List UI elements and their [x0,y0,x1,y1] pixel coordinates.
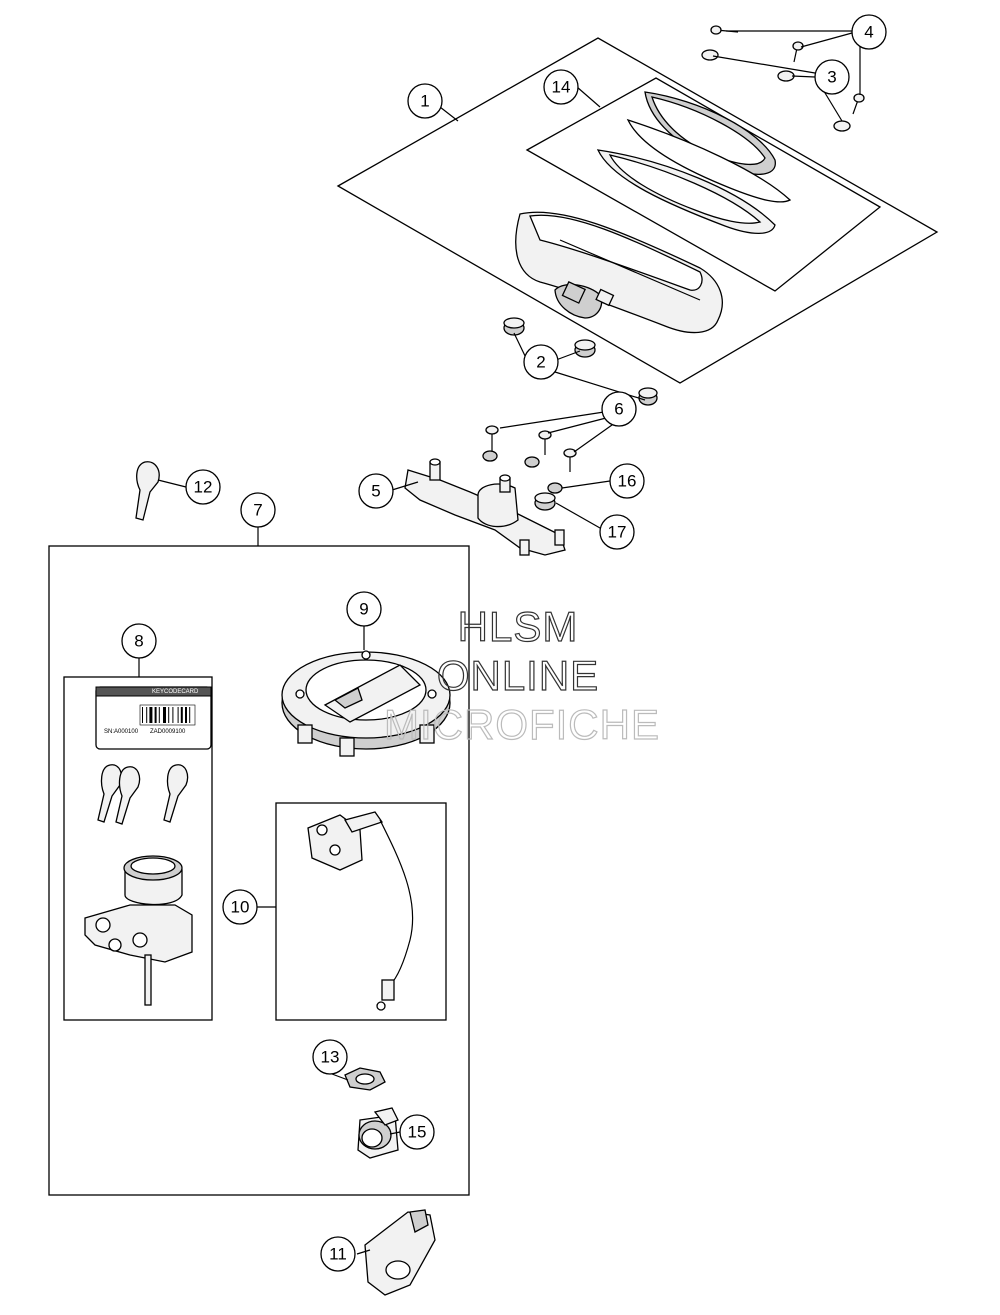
keycode-card-barcode-number: ZAD0009100 [150,729,186,735]
dashboard-gasket [626,118,792,203]
dashboard-assembly-panel [336,37,939,384]
keycode-card-title: KEYCODECARD [152,689,199,695]
callout-9: 9 [346,591,382,627]
svg-text:12: 12 [194,478,213,497]
barcode-bar [142,707,143,723]
lock-set-panel [48,545,470,1196]
barcode-bar [149,707,153,723]
spacer-16 [547,482,563,494]
bolt-6a [482,425,499,462]
keycode-card: KEYCODECARD ZAD0009100 SN:A000100 [95,686,212,750]
svg-text:15: 15 [408,1123,427,1142]
callout-11: 11 [320,1236,356,1272]
instrument-cluster [515,211,723,334]
svg-text:7: 7 [253,501,262,520]
svg-text:16: 16 [618,472,637,491]
svg-text:9: 9 [359,600,368,619]
svg-text:17: 17 [608,523,627,542]
callout-14: 14 [543,69,579,105]
callout-10: 10 [222,889,258,925]
svg-text:8: 8 [134,632,143,651]
key-b [115,766,141,825]
callout-17: 17 [599,514,635,550]
washer-3a [701,49,719,61]
svg-text:14: 14 [552,78,571,97]
barcode-bar [180,707,183,723]
watermark-line1: HLSM [458,603,579,650]
callout-2: 2 [523,344,559,380]
dashboard-frame [596,149,776,235]
barcode-bar [177,707,179,723]
svg-text:3: 3 [827,68,836,87]
sensor-cable [307,811,414,1011]
screw-4b [792,41,804,63]
barcode-bar [189,707,191,723]
mounting-bracket [404,458,566,556]
washer-3c [833,120,851,132]
callout-7: 7 [240,492,276,528]
nut-13 [344,1067,386,1091]
barcode-bar [146,707,148,723]
screw-4c [852,93,865,115]
leader-lines [138,30,861,1255]
bolt-6b [524,430,552,468]
screw-4a [710,25,739,35]
callout-5: 5 [358,473,394,509]
washer-3b [777,70,795,82]
grommet-2a [503,317,525,336]
barcode-bar [154,707,157,723]
grommet-2b [574,339,596,358]
key-blank-12 [135,461,160,521]
barcode-bar [168,707,170,723]
svg-text:2: 2 [536,353,545,372]
grommet-17 [534,492,556,511]
bolt-6c [563,448,577,472]
callout-6: 6 [601,391,637,427]
callout-12: 12 [185,469,221,505]
callout-13: 13 [312,1039,348,1075]
callout-15: 15 [399,1114,435,1150]
callout-4: 4 [851,14,887,50]
grommet-2c [638,387,658,406]
dashboard-lens [644,91,776,175]
lock-cylinder-15 [357,1107,399,1159]
keycode-card-sn: SN:A000100 [104,729,139,735]
callout-1: 1 [407,83,443,119]
fuel-cap [281,650,451,757]
key-a [97,764,123,823]
callout-16: 16 [609,463,645,499]
svg-text:5: 5 [371,482,380,501]
barcode-bar [172,707,174,723]
watermark-line3: MICROFICHE [384,701,660,748]
callout-3: 3 [814,59,850,95]
barcode-bar [163,707,166,723]
key-c [163,764,189,823]
svg-text:13: 13 [321,1048,340,1067]
svg-text:10: 10 [231,898,250,917]
barcode-bar [185,707,187,723]
svg-text:1: 1 [420,92,429,111]
watermark-line2: ONLINE [437,652,599,699]
barcode [139,704,196,726]
svg-text:4: 4 [864,23,873,42]
svg-text:6: 6 [614,400,623,419]
barcode-bar [158,707,160,723]
svg-text:11: 11 [329,1245,347,1264]
ignition-switch [84,855,193,1006]
cover-11 [364,1209,436,1296]
watermark: HLSM ONLINE MICROFICHE [383,602,660,748]
callout-8: 8 [121,623,157,659]
